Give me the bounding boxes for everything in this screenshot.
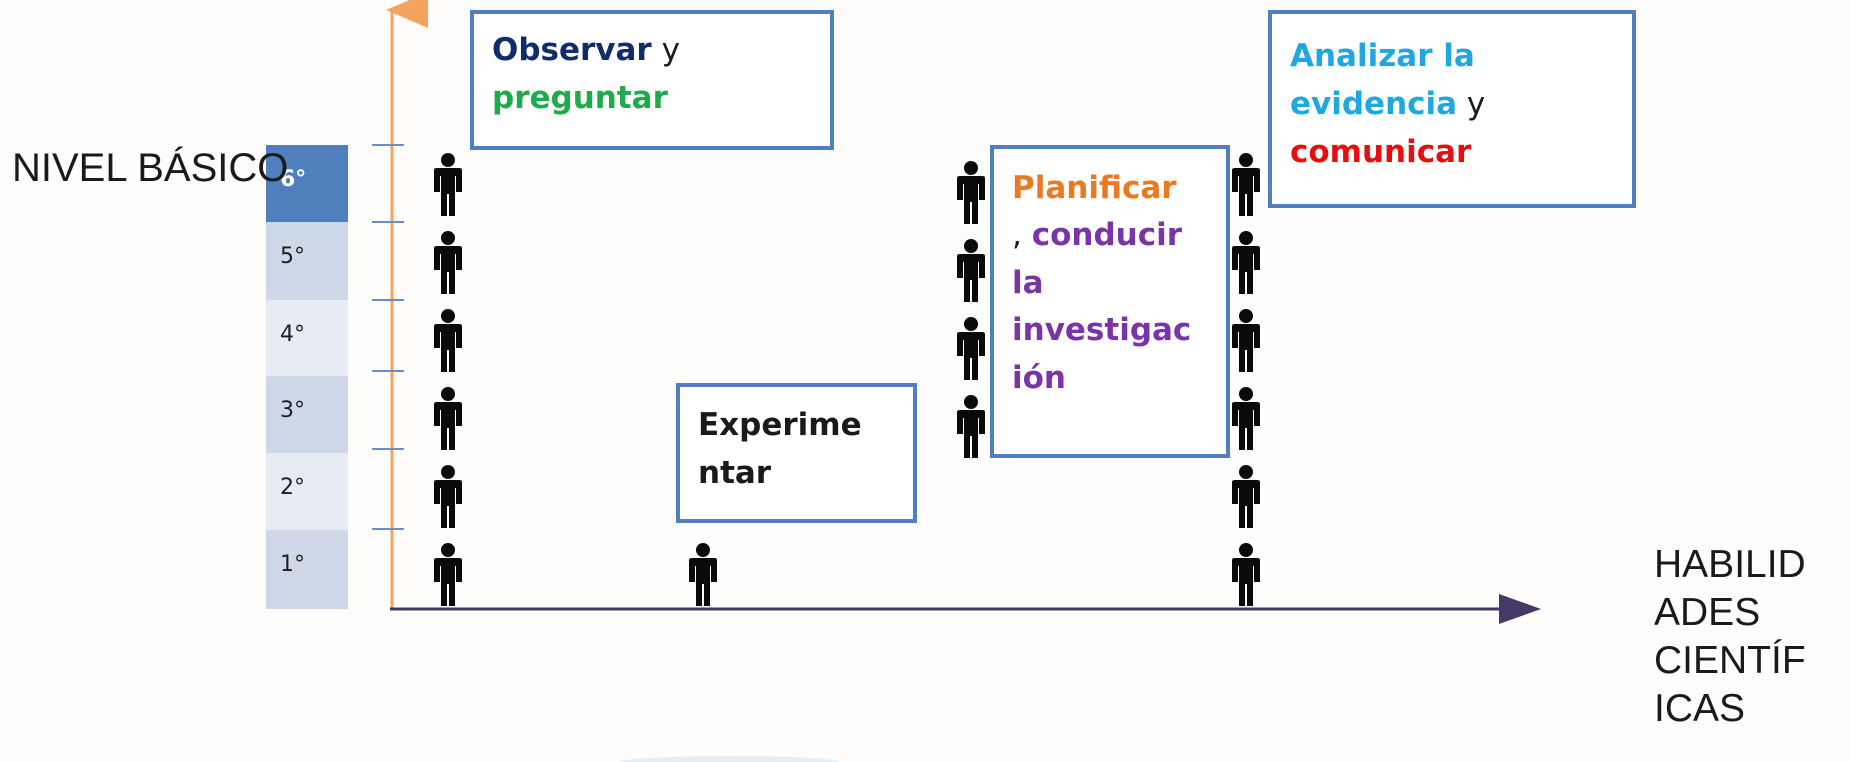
- person-icon: [1226, 308, 1266, 374]
- person-icon: [951, 316, 991, 382]
- person-icon: [1226, 542, 1266, 608]
- conducir-word: conducir: [1031, 217, 1183, 254]
- person-icon: [1226, 152, 1266, 218]
- observar-line: Observar y: [492, 26, 812, 74]
- x-label-line-2: ADES: [1654, 590, 1761, 634]
- analizar-line: Analizar la: [1290, 38, 1475, 74]
- ion-word: ión: [1012, 359, 1066, 396]
- person-icon: [428, 308, 468, 374]
- y-axis-label: NIVEL BÁSICO: [12, 146, 289, 190]
- preguntar-word: preguntar: [492, 80, 668, 117]
- box-observar: Observar y preguntar: [470, 10, 834, 150]
- person-icon: [951, 238, 991, 304]
- level-ticks: [372, 144, 404, 530]
- box-experimentar: Experime ntar: [676, 383, 917, 523]
- evidencia-word: evidencia: [1290, 86, 1458, 123]
- conducir-line: , conducir: [1012, 212, 1208, 259]
- level-1: 1°: [266, 530, 348, 609]
- level-3: 3°: [266, 376, 348, 453]
- person-icon: [428, 152, 468, 218]
- person-icon: [428, 230, 468, 296]
- person-icon: [1226, 464, 1266, 530]
- person-icon: [1226, 230, 1266, 296]
- experimentar-line-2: ntar: [698, 455, 772, 492]
- investigac-word: investigac: [1012, 312, 1192, 349]
- bottom-shadow: [620, 756, 840, 762]
- analizar-sep: y: [1457, 86, 1486, 123]
- planificar-word: Planificar: [1012, 170, 1177, 206]
- planificar-sep: ,: [1012, 217, 1032, 254]
- evidencia-line: evidencia y: [1290, 80, 1614, 128]
- level-6: 6°: [266, 145, 348, 222]
- level-4: 4°: [266, 300, 348, 376]
- box-planificar: Planificar , conducir la investigac ión: [990, 145, 1230, 458]
- comunicar-word: comunicar: [1290, 134, 1472, 171]
- person-icon: [951, 160, 991, 226]
- x-label-line-4: ICAS: [1654, 686, 1746, 730]
- observar-sep: y: [651, 32, 680, 68]
- level-5: 5°: [266, 222, 348, 300]
- person-icon: [428, 464, 468, 530]
- x-axis-label: HABILID ADES CIENTÍF ICAS: [1654, 541, 1844, 733]
- experimentar-line-1: Experime: [698, 407, 862, 443]
- person-icon: [951, 394, 991, 460]
- x-label-line-3: CIENTÍF: [1654, 638, 1806, 682]
- person-icon: [428, 386, 468, 452]
- x-label-line-1: HABILID: [1654, 543, 1806, 586]
- person-icon: [1226, 386, 1266, 452]
- observar-word: Observar: [492, 32, 652, 68]
- person-icon: [683, 542, 723, 608]
- la-word: la: [1012, 264, 1044, 301]
- person-icon: [428, 542, 468, 608]
- box-analizar: Analizar la evidencia y comunicar: [1268, 10, 1636, 208]
- level-2: 2°: [266, 453, 348, 530]
